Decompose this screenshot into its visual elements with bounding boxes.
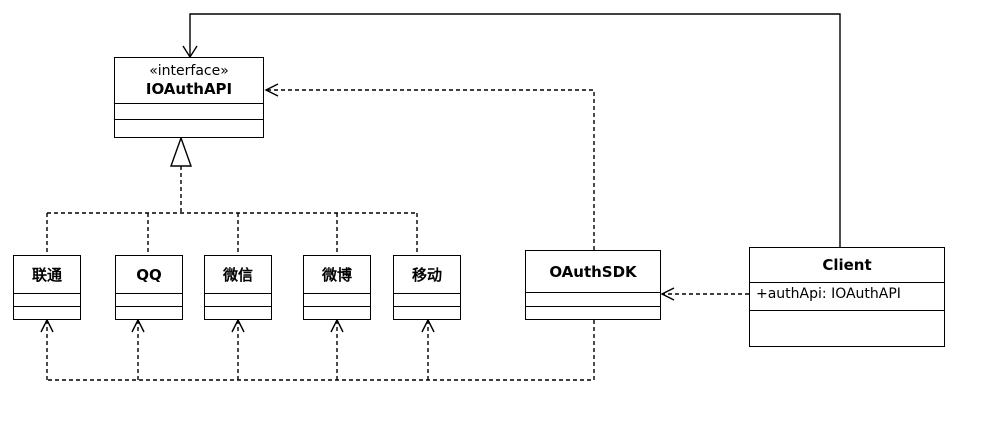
class-yidong[interactable]: 移动	[393, 255, 461, 320]
class-name: 微博	[321, 265, 352, 284]
client-dependency-arrowhead	[660, 287, 675, 301]
interface-ioauthapi[interactable]: «interface» IOAuthAPI	[114, 57, 264, 138]
class-name: 联通	[31, 265, 62, 284]
class-name: 微信	[222, 265, 253, 284]
class-operations-section	[116, 307, 182, 319]
class-weixin[interactable]: 微信	[204, 255, 272, 320]
implementation-dependency-arrowheads	[40, 318, 435, 333]
class-qq[interactable]: QQ	[115, 255, 183, 320]
class-attributes-section	[526, 293, 660, 307]
interface-attributes-section	[115, 104, 263, 120]
class-attributes-section	[116, 294, 182, 307]
interface-operations-section	[115, 120, 263, 136]
class-operations-section	[394, 307, 460, 319]
interface-name: IOAuthAPI	[145, 80, 233, 98]
class-attributes-section	[394, 294, 460, 307]
sdk-to-implementation-lines	[46, 320, 429, 380]
client-to-interface-association	[189, 13, 841, 247]
class-attributes-section	[304, 294, 370, 307]
client-operations-section	[750, 311, 944, 345]
class-name: 移动	[411, 265, 442, 284]
class-operations-section	[205, 307, 271, 319]
class-client[interactable]: Client +authApi: IOAuthAPI	[749, 247, 945, 347]
sdk-dependency-arrowhead	[264, 83, 279, 97]
sdk-to-interface-dependency	[266, 89, 595, 250]
client-attribute-authapi: +authApi: IOAuthAPI	[756, 286, 901, 302]
class-name: QQ	[136, 265, 162, 284]
class-operations-section	[304, 307, 370, 319]
realization-branches	[46, 213, 418, 255]
class-name: OAuthSDK	[549, 262, 637, 281]
class-name: Client	[822, 256, 872, 274]
class-oauthsdk[interactable]: OAuthSDK	[525, 250, 661, 320]
class-attributes-section	[14, 294, 80, 307]
interface-stereotype: «interface»	[149, 63, 229, 79]
sdk-to-implementations-bus	[47, 320, 595, 381]
client-attributes-section: +authApi: IOAuthAPI	[750, 283, 944, 311]
realization-triangle	[170, 135, 192, 167]
class-attributes-section	[205, 294, 271, 307]
class-operations-section	[14, 307, 80, 319]
class-weibo[interactable]: 微博	[303, 255, 371, 320]
class-liantong[interactable]: 联通	[13, 255, 81, 320]
class-operations-section	[526, 307, 660, 319]
